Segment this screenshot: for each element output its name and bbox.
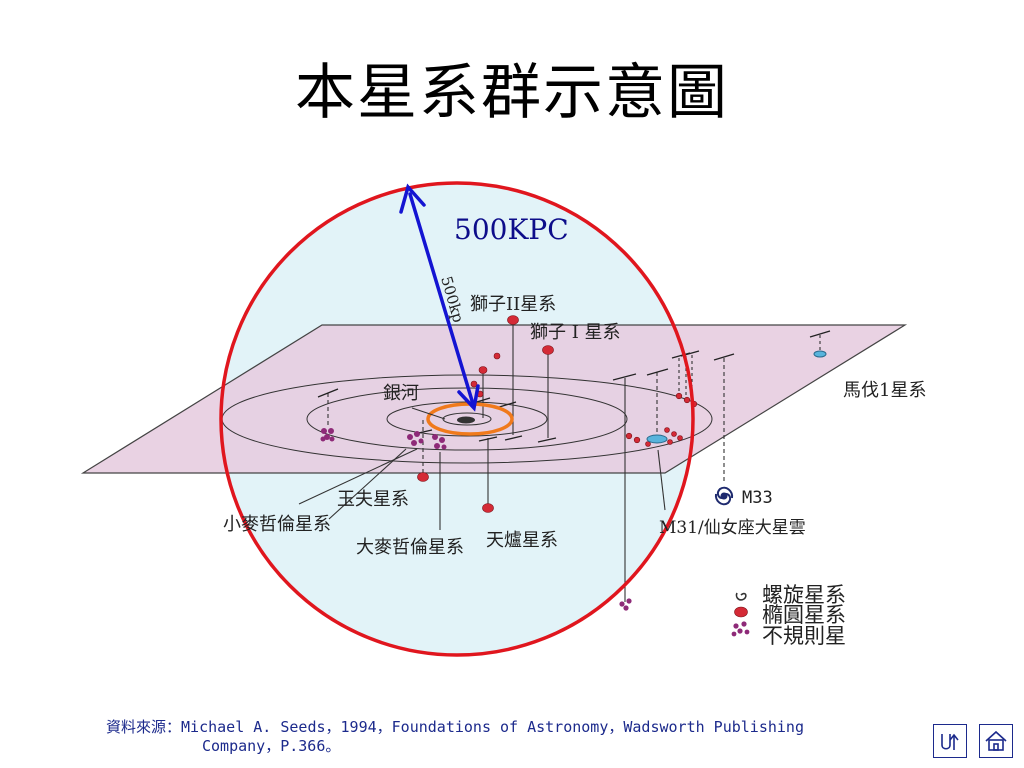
page-title: 本星系群示意圖 [295, 58, 729, 128]
home-button[interactable] [979, 724, 1013, 758]
source-label: 資料來源： [106, 718, 182, 736]
label-smc: 小麥哲倫星系 [223, 514, 331, 535]
label-maffei1: 馬伐1星系 [843, 380, 926, 401]
source-line1: Michael A. Seeds，1994，Foundations of Ast… [181, 718, 804, 736]
galactic-plane [80, 324, 908, 474]
radius-arrow [399, 183, 480, 412]
label-milky-way: 銀河 [383, 383, 419, 404]
label-lmc: 大麥哲倫星系 [356, 537, 464, 558]
elliptical-galaxies [417, 315, 698, 513]
legend-elliptical-icon [734, 606, 748, 618]
label-m31: M31/仙女座大星雲 [659, 518, 806, 538]
label-sculptor: 玉夫星系 [337, 489, 409, 510]
label-fornax: 天爐星系 [486, 530, 558, 551]
legend: 螺旋星系 橢圓星系 不規則星 [731, 583, 846, 648]
source-line2: Company，P.366。 [202, 737, 341, 755]
back-button[interactable] [933, 724, 967, 758]
label-m33: M33 [742, 488, 773, 508]
source-citation: 資料來源：Michael A. Seeds，1994，Foundations o… [106, 718, 916, 756]
label-leaders [298, 407, 666, 530]
irregular-galaxies [320, 428, 632, 611]
label-leo2: 獅子II星系 [470, 294, 556, 315]
distance-label: 500KPC [454, 213, 569, 246]
label-leo1: 獅子 I 星系 [530, 322, 621, 343]
milky-way-spiral [457, 416, 475, 424]
m33-spiral-icon [714, 486, 734, 506]
legend-spiral-icon [735, 592, 747, 601]
m31-spiral [646, 434, 668, 444]
legend-spiral: 螺旋星系 [762, 583, 846, 607]
return-arrow-icon [941, 733, 959, 750]
500kpc-sphere-outline [219, 181, 695, 657]
legend-elliptical: 橢圓星系 [762, 603, 846, 627]
legend-irregular-icon [731, 621, 750, 637]
home-icon [985, 730, 1007, 751]
legend-irregular: 不規則星 [762, 624, 846, 648]
spiral-galaxies [457, 350, 827, 506]
plane-ticks [317, 330, 831, 443]
